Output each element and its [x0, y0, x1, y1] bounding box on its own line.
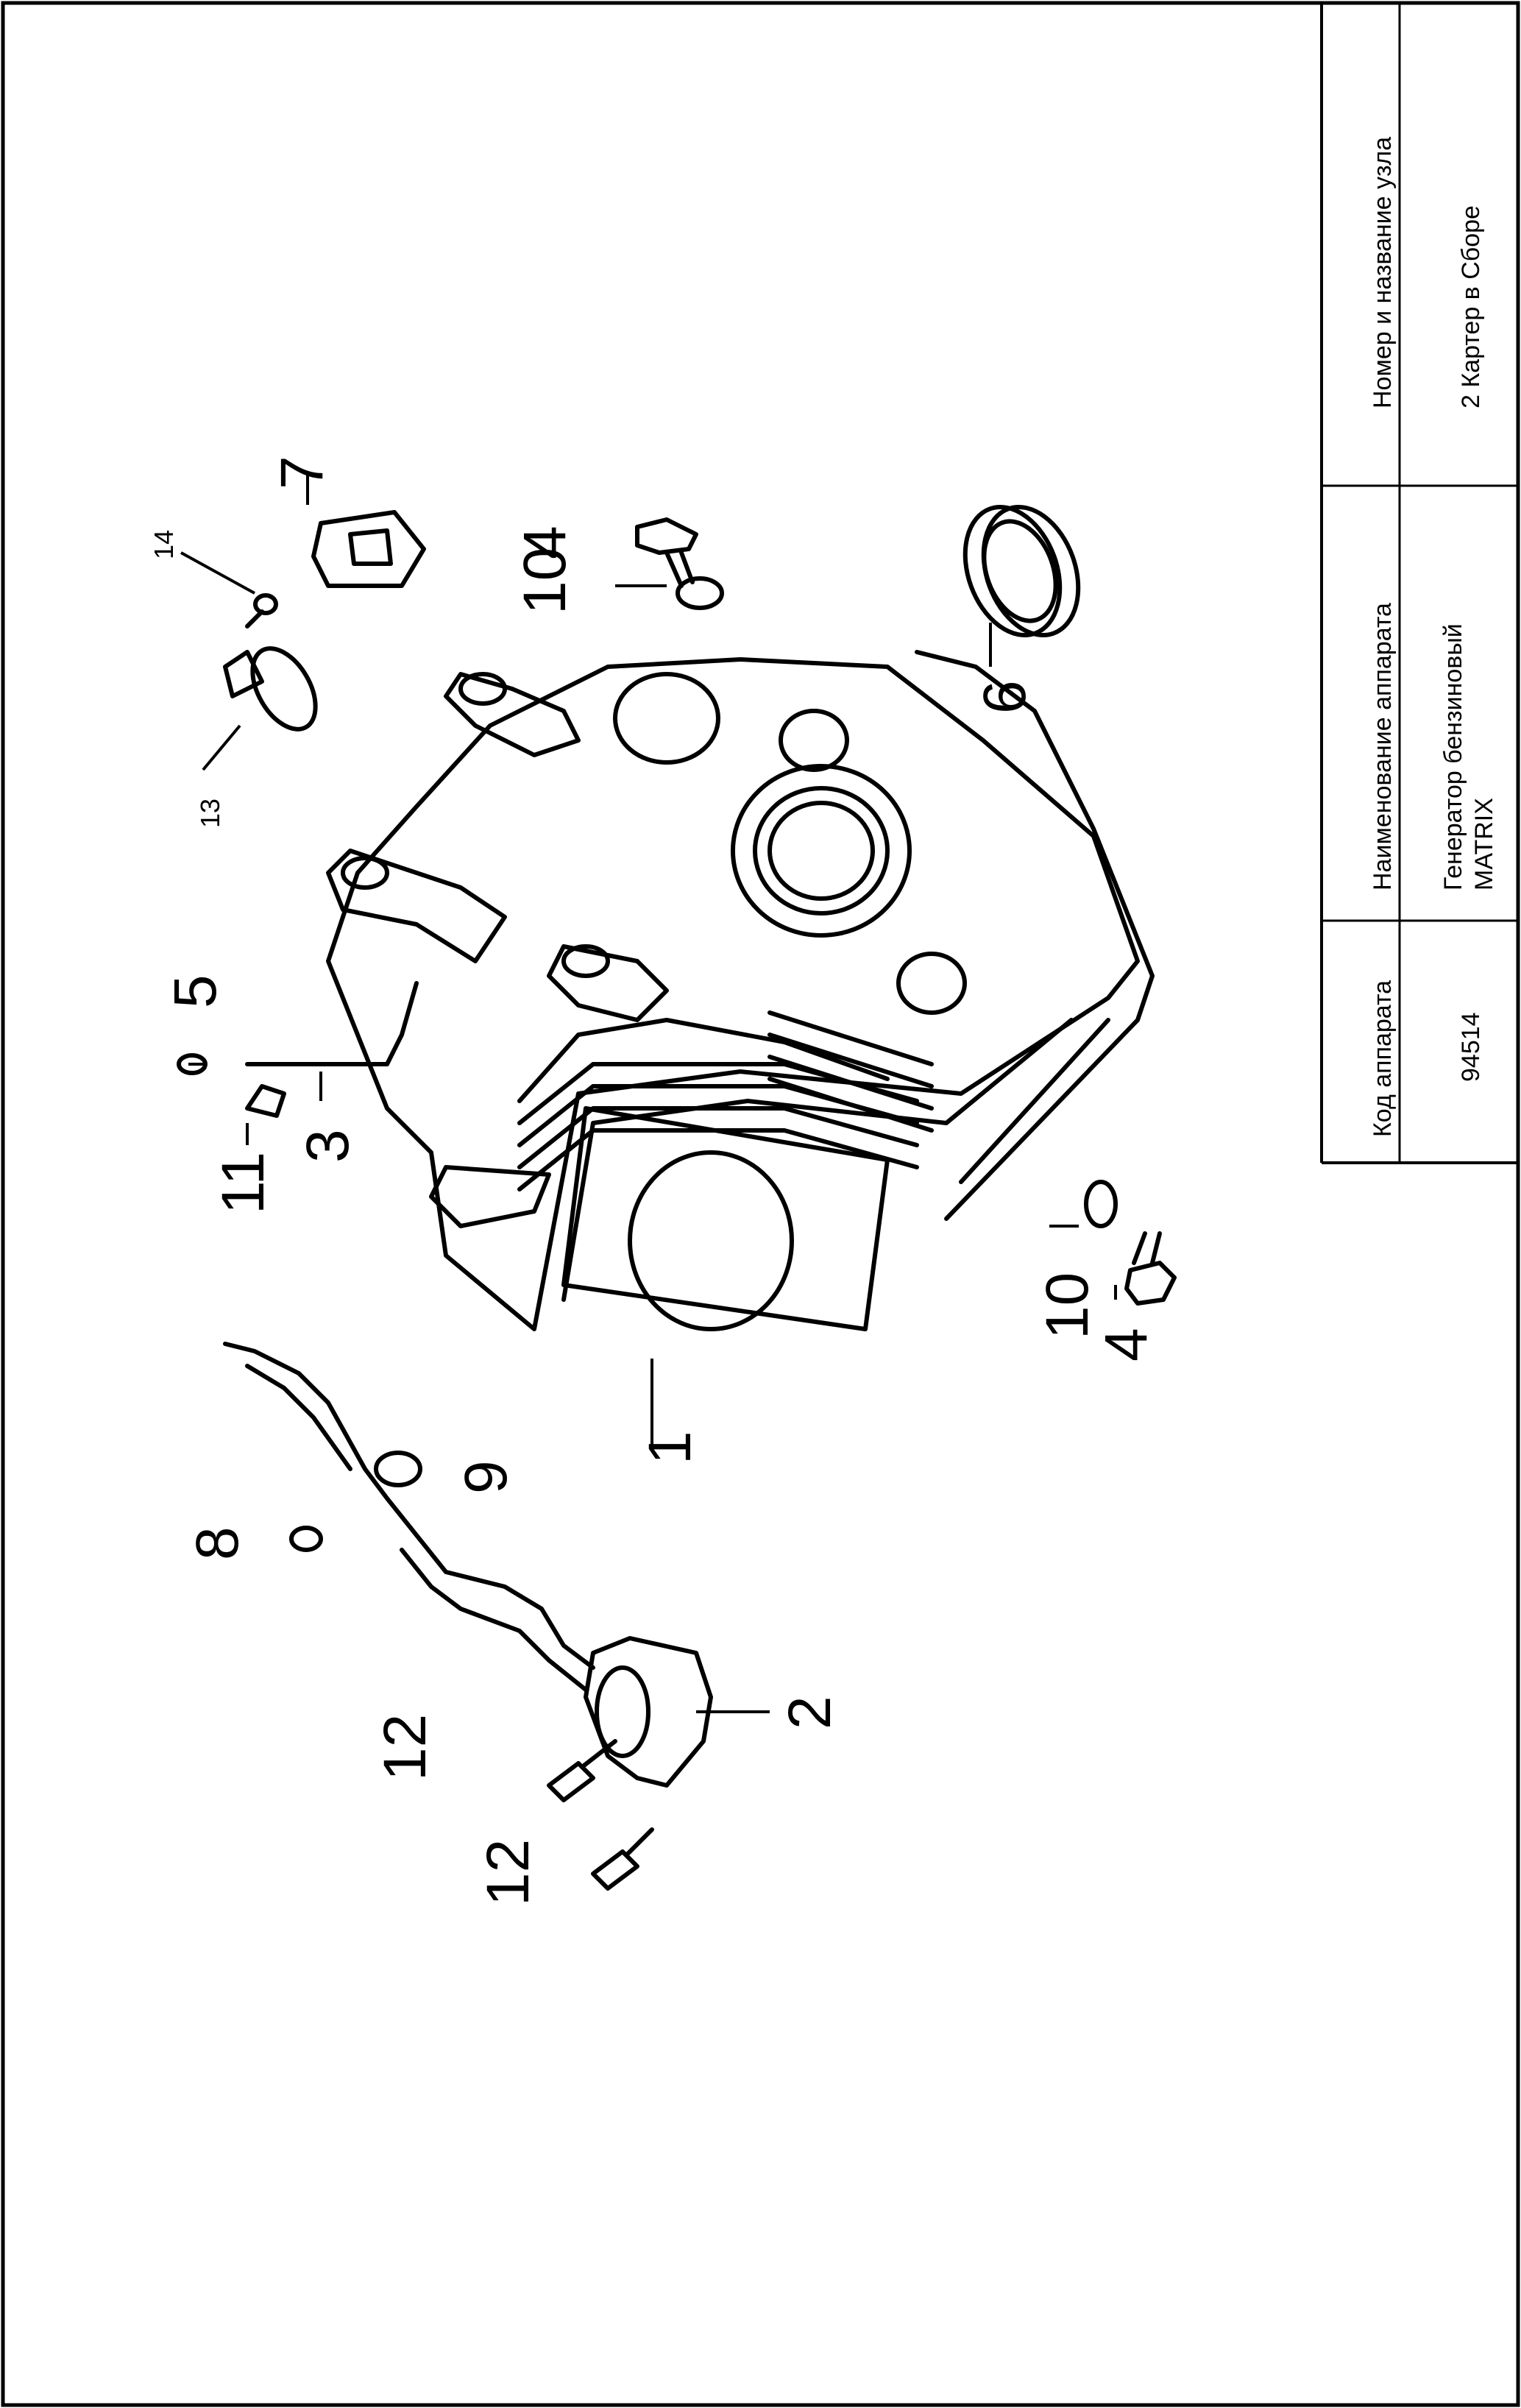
- exploded-view-drawing: [177, 475, 1177, 1891]
- callout-12-lower: 12: [475, 1838, 542, 1906]
- callout-8: 8: [184, 1526, 251, 1560]
- callout-10-top: 10: [511, 547, 578, 615]
- callout-4: 4: [1093, 1328, 1160, 1361]
- leader-line-14: [180, 551, 255, 595]
- device-value-line2: MATRIX: [1470, 798, 1498, 890]
- callout-10: 10: [1034, 1272, 1101, 1339]
- device-header: Наименование аппарата: [1369, 603, 1397, 890]
- screw-part-12b: [591, 1827, 654, 1891]
- callout-14: 14: [149, 529, 179, 559]
- hose-clamp-part: [223, 593, 318, 732]
- rod-part: [245, 981, 419, 1066]
- callout-11: 11: [210, 1151, 277, 1214]
- unit-value: 2 Картер в Сборе: [1457, 205, 1485, 408]
- callout-6: 6: [971, 680, 1038, 714]
- code-header: Код аппарата: [1369, 980, 1397, 1137]
- screw-part-12a: [547, 1739, 617, 1802]
- washer-part: [177, 1053, 208, 1075]
- ignition-coil-part: [223, 1342, 713, 1788]
- callout-3: 3: [294, 1129, 361, 1163]
- washer-part-8: [289, 1526, 323, 1552]
- small-block-part: [311, 510, 426, 588]
- code-value: 94514: [1457, 1012, 1485, 1082]
- device-value-line1: Генератор бензиновый: [1439, 623, 1467, 890]
- clip-part: [245, 1084, 286, 1118]
- callout-2: 2: [776, 1696, 843, 1729]
- oil-seal-part: [962, 504, 1081, 638]
- callout-13: 13: [195, 798, 225, 828]
- callout-9: 9: [453, 1460, 520, 1494]
- bolt-part-bottom: [1084, 1180, 1177, 1306]
- callout-12: 12: [372, 1713, 439, 1781]
- callout-5: 5: [162, 974, 229, 1008]
- unit-header: Номер и название узла: [1369, 136, 1397, 408]
- nut-part-9: [374, 1451, 422, 1487]
- bolt-part-top: [635, 517, 724, 610]
- crankcase-part: [326, 650, 1155, 1331]
- callout-1: 1: [637, 1431, 703, 1465]
- callout-7: 7: [269, 456, 336, 489]
- leader-line-13: [202, 724, 241, 771]
